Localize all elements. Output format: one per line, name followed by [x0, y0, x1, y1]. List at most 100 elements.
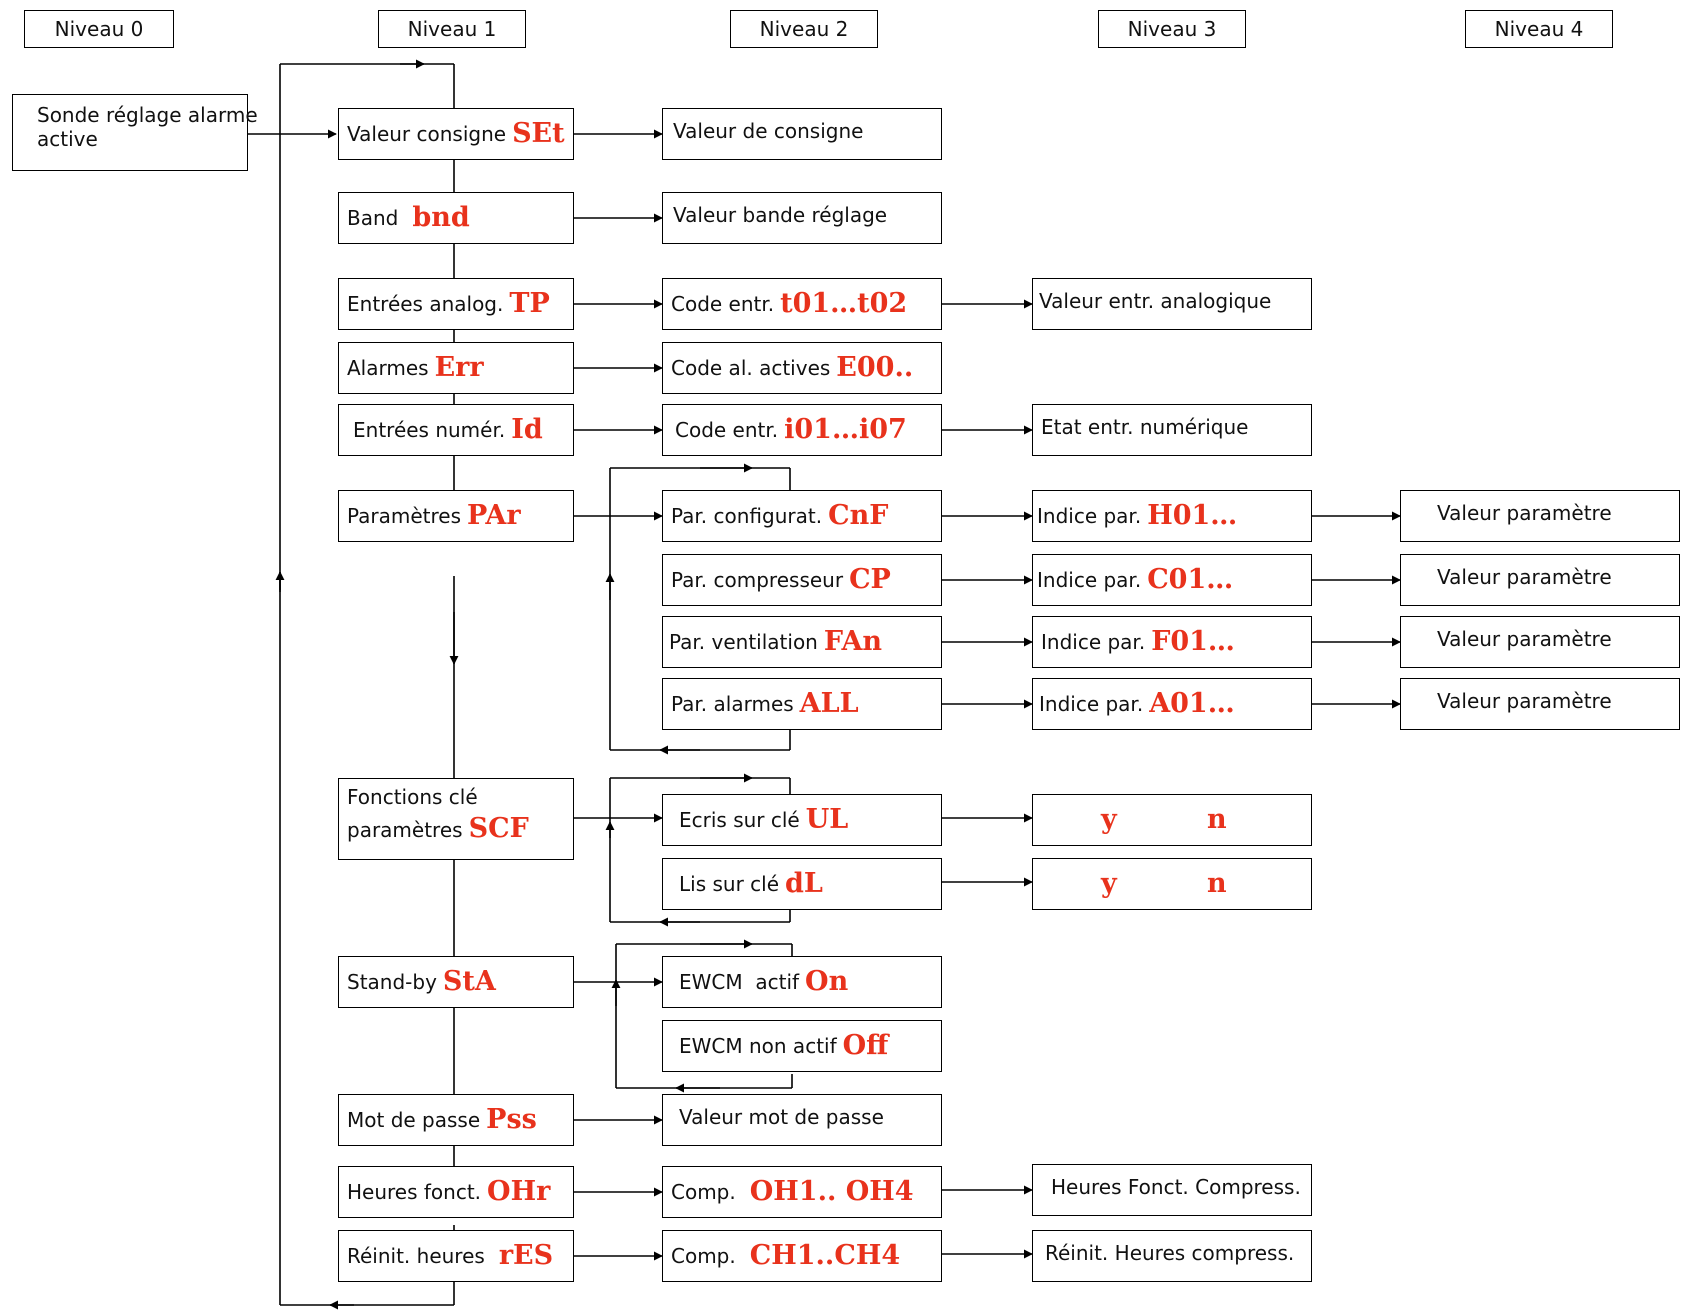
param-index-h: Indice par.H01…	[1032, 490, 1312, 542]
read-yes-no: y n	[1032, 858, 1312, 910]
level0-line2: active	[37, 127, 98, 151]
param-index-c-code: C01…	[1147, 563, 1234, 595]
param-value-2: Valeur paramètre	[1400, 554, 1680, 606]
digital-input-code-label: Code entr.	[675, 418, 779, 442]
setpoint-value: Valeur de consigne	[662, 108, 942, 160]
menu-parameters-label: Paramètres	[347, 504, 462, 528]
param-value-4: Valeur paramètre	[1400, 678, 1680, 730]
key-write-label: Ecris sur clé	[679, 808, 800, 832]
param-index-a-code: A01…	[1149, 687, 1235, 719]
digital-input-code-value: i01…i07	[784, 413, 907, 445]
param-alarms-label: Par. alarmes	[671, 692, 794, 716]
menu-set-code: SEt	[512, 117, 565, 149]
menu-digital-inputs-label: Entrées numér.	[353, 418, 506, 442]
compressor-hours-value: Heures Fonct. Compress.	[1032, 1164, 1312, 1216]
param-ventilation-code: FAn	[823, 625, 883, 657]
digital-input-code: Code entr.i01…i07	[662, 404, 942, 456]
band-value: Valeur bande réglage	[662, 192, 942, 244]
level-header-2: Niveau 2	[730, 10, 878, 48]
param-index-f: Indice par.F01…	[1032, 616, 1312, 668]
read-yes: y	[1101, 867, 1117, 899]
param-config-label: Par. configurat.	[671, 504, 823, 528]
menu-password-label: Mot de passe	[347, 1108, 481, 1132]
param-config: Par. configurat.CnF	[662, 490, 942, 542]
digital-input-state: Etat entr. numérique	[1032, 404, 1312, 456]
compressor-reset: Comp. CH1..CH4	[662, 1230, 942, 1282]
password-value: Valeur mot de passe	[662, 1094, 942, 1146]
ewcm-active-code: On	[805, 965, 849, 997]
level-header-3: Niveau 3	[1098, 10, 1246, 48]
menu-key-functions-code: SCF	[468, 813, 529, 844]
param-index-f-label: Indice par.	[1041, 630, 1146, 654]
menu-analog-inputs: Entrées analog.TP	[338, 278, 574, 330]
analog-input-code-value: t01…t02	[780, 287, 908, 319]
menu-band-code: bnd	[412, 201, 470, 233]
param-compressor-label: Par. compresseur	[671, 568, 844, 592]
compressor-hours: Comp. OH1.. OH4	[662, 1166, 942, 1218]
compressor-reset-code: CH1..CH4	[749, 1239, 901, 1271]
menu-digital-inputs-code: Id	[511, 413, 543, 445]
menu-key-functions-label: Fonctions clé	[347, 785, 478, 809]
compressor-reset-value: Réinit. Heures compress.	[1032, 1230, 1312, 1282]
key-read-code: dL	[785, 867, 823, 899]
param-value-1: Valeur paramètre	[1400, 490, 1680, 542]
level0-probe-box: Sonde réglage alarme active	[12, 94, 258, 171]
level-header-4: Niveau 4	[1465, 10, 1613, 48]
active-alarm-code-value: E00..	[836, 351, 914, 383]
menu-reset-hours-code: rES	[498, 1239, 554, 1271]
param-index-a: Indice par.A01…	[1032, 678, 1312, 730]
param-alarms-code: ALL	[799, 687, 859, 719]
menu-set-label: Valeur consigne	[347, 122, 507, 146]
key-read-label: Lis sur clé	[679, 872, 780, 896]
param-index-c: Indice par.C01…	[1032, 554, 1312, 606]
param-config-code: CnF	[828, 499, 889, 531]
menu-key-functions-label2: paramètres	[347, 818, 463, 842]
compressor-hours-code: OH1.. OH4	[749, 1175, 914, 1207]
analog-input-value: Valeur entr. analogique	[1032, 278, 1312, 330]
param-compressor-code: CP	[849, 563, 891, 595]
menu-standby-label: Stand-by	[347, 970, 437, 994]
active-alarm-code-label: Code al. actives	[671, 356, 831, 380]
write-no: n	[1207, 803, 1227, 835]
compressor-reset-label: Comp.	[671, 1244, 736, 1268]
param-ventilation-label: Par. ventilation	[669, 630, 818, 654]
ewcm-active-label: EWCM actif	[679, 970, 800, 994]
key-write-code: UL	[805, 803, 849, 835]
menu-reset-hours: Réinit. heures rES	[338, 1230, 574, 1282]
read-no: n	[1207, 867, 1227, 899]
level0-line1: Sonde réglage alarme	[37, 103, 258, 127]
param-index-c-label: Indice par.	[1037, 568, 1142, 592]
param-index-h-code: H01…	[1147, 499, 1238, 531]
write-yes-no: y n	[1032, 794, 1312, 846]
compressor-hours-label: Comp.	[671, 1180, 736, 1204]
menu-standby-code: StA	[442, 965, 496, 997]
param-index-f-code: F01…	[1151, 625, 1235, 657]
level-header-0: Niveau 0	[24, 10, 174, 48]
menu-reset-hours-label: Réinit. heures	[347, 1244, 485, 1268]
menu-operating-hours: Heures fonct.OHr	[338, 1166, 574, 1218]
menu-analog-inputs-code: TP	[509, 287, 550, 319]
param-value-3: Valeur paramètre	[1400, 616, 1680, 668]
analog-input-code-label: Code entr.	[671, 292, 775, 316]
menu-alarms-label: Alarmes	[347, 356, 429, 380]
menu-parameters-code: PAr	[467, 499, 521, 531]
param-index-h-label: Indice par.	[1037, 504, 1142, 528]
menu-alarms-code: Err	[434, 351, 484, 383]
menu-operating-hours-label: Heures fonct.	[347, 1180, 482, 1204]
menu-password-code: Pss	[486, 1103, 537, 1135]
